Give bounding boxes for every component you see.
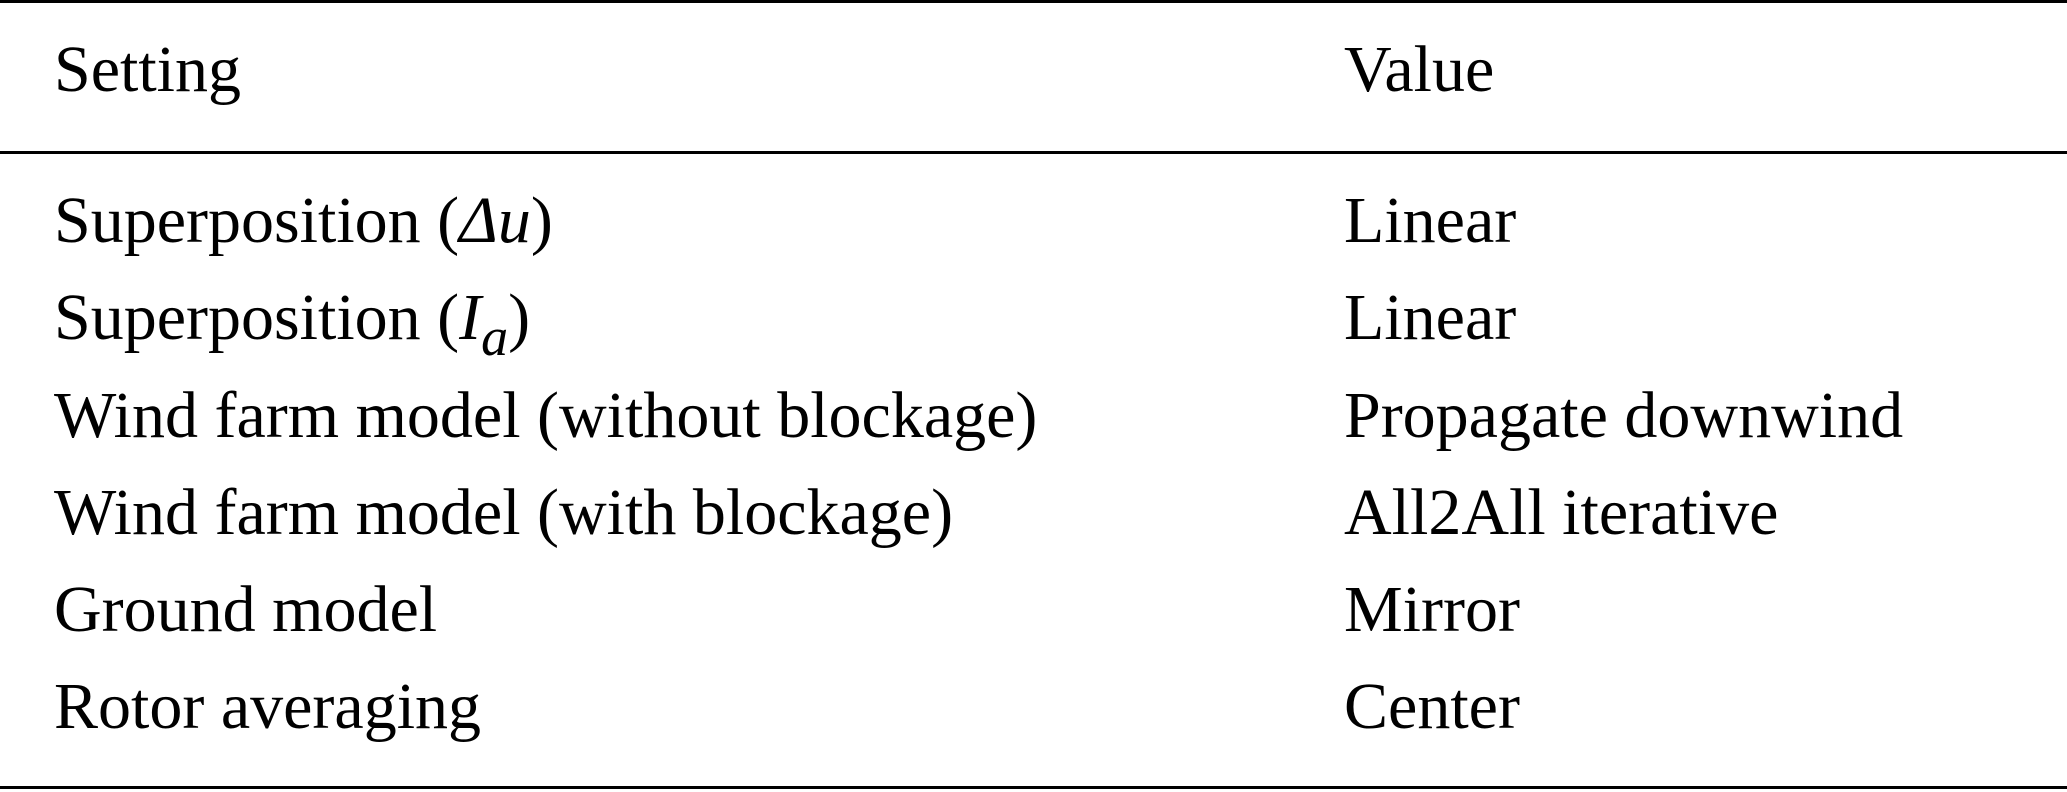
setting-text: Superposition ( [54,281,460,354]
table-top-rule [0,0,2067,3]
table-header-rule [0,151,2067,154]
setting-subscript: a [481,307,509,367]
setting-suffix: ) [530,184,553,257]
row-setting: Wind farm model (without blockage) [54,379,1038,452]
row-setting: Superposition (Ia) [54,278,531,367]
table-bottom-rule [0,786,2067,789]
row-setting: Rotor averaging [54,670,482,743]
setting-math: I [459,281,482,354]
setting-math: Δu [459,184,531,257]
row-value: Center [1344,670,1520,743]
row-value: Mirror [1344,573,1520,646]
header-setting: Setting [54,33,242,106]
row-setting: Ground model [54,573,438,646]
setting-text: Superposition ( [54,184,460,257]
row-value: All2All iterative [1344,476,1779,549]
setting-suffix: ) [508,281,531,354]
row-setting: Wind farm model (with blockage) [54,476,954,549]
row-value: Propagate downwind [1344,379,1904,452]
row-value: Linear [1344,184,1517,257]
row-setting: Superposition (Δu) [54,181,553,261]
row-value: Linear [1344,281,1517,354]
header-value: Value [1344,33,1495,106]
